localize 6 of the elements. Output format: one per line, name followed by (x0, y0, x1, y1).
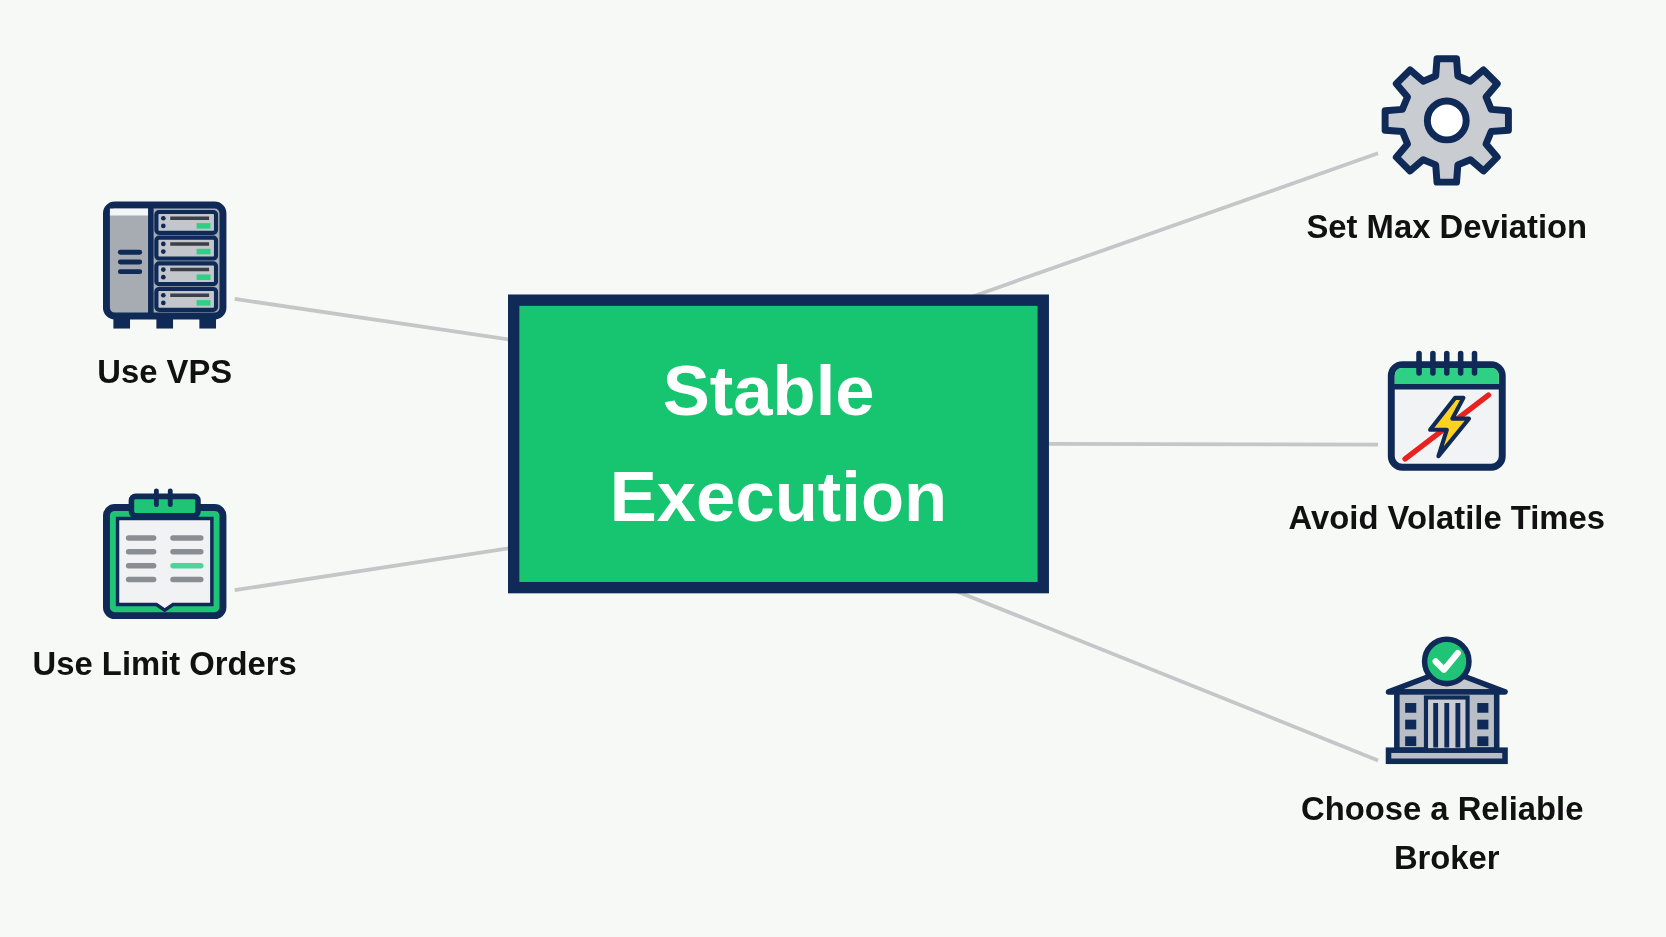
node-label: Use VPS (97, 353, 233, 391)
node-box: Stable Execution (508, 294, 1049, 594)
node-label: Avoid Volatile Times (1288, 498, 1605, 537)
node-label: Choose a Reliable Broker (1301, 790, 1584, 878)
node-label: Set Max Deviation (1306, 207, 1588, 246)
node-label: Use Limit Orders (32, 644, 297, 683)
